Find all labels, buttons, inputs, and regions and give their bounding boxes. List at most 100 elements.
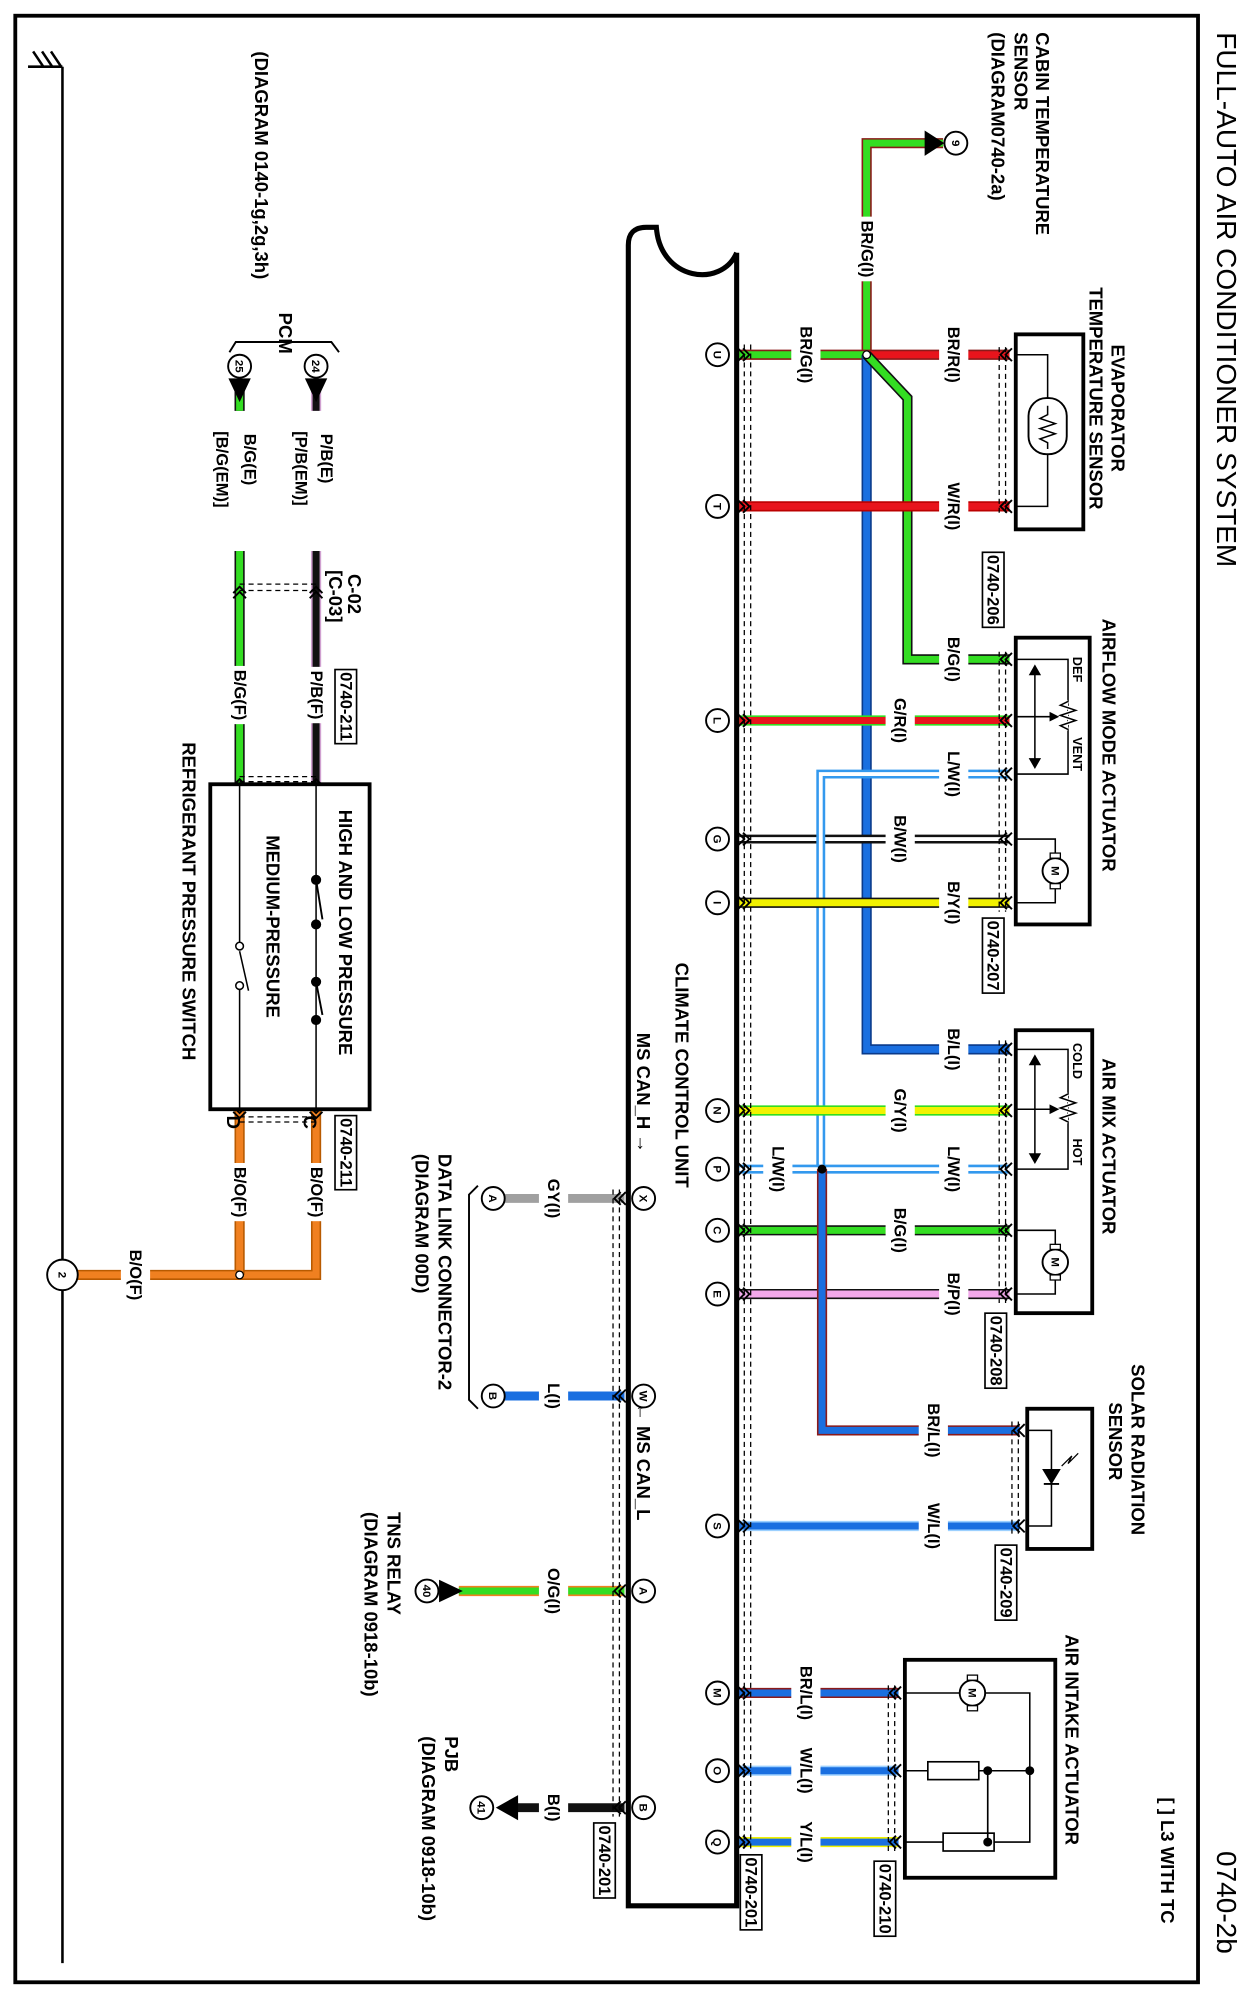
connector-code-0740-211: 0740-211 <box>336 1118 355 1187</box>
solar-sensor-label: SOLAR RADIATION <box>1128 1364 1149 1535</box>
connector-code-0740-207: 0740-207 <box>984 921 1003 991</box>
wire-label-group: B/G(E) <box>241 434 260 485</box>
evaporator-sensor-box <box>1013 332 1086 532</box>
ccu-pin-X-label: X <box>637 1195 649 1203</box>
ground-icon <box>28 50 63 68</box>
ccu-pin-O <box>705 1758 730 1784</box>
tns-relay-label-group: TNS RELAY <box>383 1512 404 1616</box>
tns-relay-ref-group: (DIAGRAM 0918-10b) <box>361 1512 382 1697</box>
ccu-pin-M <box>705 1680 730 1706</box>
connector-terminal-icon <box>737 713 751 728</box>
ccu-pin-N <box>705 1098 730 1123</box>
connector-code-0740-211-group: 0740-211 <box>334 1114 358 1191</box>
connector-terminal-icon <box>999 832 1013 847</box>
cabin-sensor-label: CABIN TEMPERATURE <box>1032 32 1053 235</box>
contact-dot-icon <box>310 1014 322 1026</box>
pcm-ref-group: (DIAGRAM 0140-1g,2g,3h) <box>251 51 272 279</box>
ccu-pin-P <box>705 1156 730 1182</box>
connector-terminal-icon <box>888 1835 902 1850</box>
wire-label-gap <box>791 1662 821 1724</box>
page-title-group: FULL-AUTO AIR CONDITIONER SYSTEM <box>1211 32 1242 567</box>
switch-contact-icon <box>315 879 324 920</box>
connector-code-0740-207-group: 0740-207 <box>981 917 1005 994</box>
resistor-icon <box>942 1832 995 1852</box>
wire-label-gap <box>885 811 915 867</box>
wire-cabin-br-g <box>863 139 944 355</box>
wire-label: W/L(I) <box>924 1503 943 1549</box>
ground-terminal <box>46 1258 79 1292</box>
wire-label-gap <box>301 1162 332 1222</box>
data-link-connector-label-group: DATA LINK CONNECTOR-2 <box>434 1154 455 1390</box>
wire-label-group: G/R(I) <box>885 694 915 747</box>
connector-code-0740-208-group: 0740-208 <box>984 1312 1008 1390</box>
wire-label-group: B/Y(I) <box>939 877 969 929</box>
connector-terminal-icon <box>999 652 1013 667</box>
wire-label-group: B(I) <box>538 1790 569 1826</box>
motor-brush-icon <box>1049 1243 1062 1251</box>
splice-junction <box>862 350 872 360</box>
connector-terminal-icon <box>999 713 1013 728</box>
wire-label-gap <box>939 1268 969 1320</box>
wire-label-group: B/G(I) <box>885 1203 915 1257</box>
ms-can-l-label-group: ← MS CAN_L <box>633 1402 654 1520</box>
ccu-pin-W-label: W <box>637 1391 649 1402</box>
switch-pin-c-group: C <box>299 1116 320 1129</box>
connector-code-0740-201-group: 0740-201 <box>592 1822 617 1899</box>
pcm-label: PCM <box>275 313 296 354</box>
tns-terminal-label: 40 <box>420 1585 432 1598</box>
wire-label: BR/R(I) <box>944 327 963 383</box>
connector-code-0740-209: 0740-209 <box>996 1548 1015 1618</box>
connector-terminal-icon <box>737 895 751 910</box>
pressure-switch-label: REFRIGERANT PRESSURE SWITCH <box>178 742 199 1060</box>
pcm-ref: (DIAGRAM 0140-1g,2g,3h) <box>251 51 272 279</box>
wire-label-gap <box>885 694 915 747</box>
arrow-icon <box>1028 1054 1042 1165</box>
motor-m-label-group: M <box>1048 866 1060 876</box>
tns-terminal <box>414 1578 440 1604</box>
connector-terminal-icon <box>999 1042 1013 1057</box>
ccu-pin-T <box>705 493 730 519</box>
wire-label-group: [P/B(EM)] <box>292 431 311 505</box>
connector-terminal-icon <box>999 499 1013 514</box>
potentiometer-icon <box>1057 1093 1079 1123</box>
page-title: FULL-AUTO AIR CONDITIONER SYSTEM <box>1211 32 1242 567</box>
wire-label-group: BR/L(I) <box>918 1399 948 1462</box>
airflow-actuator-label: AIRFLOW MODE ACTUATOR <box>1098 619 1119 872</box>
wire-label-group: GY(I) <box>538 1174 569 1223</box>
wire-label: B/O(F) <box>126 1250 145 1301</box>
ccu-pin-L-label: L <box>710 717 722 724</box>
connector-terminal-icon <box>737 1763 751 1778</box>
connector-code-0740-210: 0740-210 <box>875 1864 894 1934</box>
wire-label: O/G(I) <box>544 1568 563 1614</box>
wire-label-group: Y/L(I) <box>791 1817 821 1867</box>
inline-connector-label: [C-03] <box>325 570 346 622</box>
wire-label: L/W(I) <box>768 1146 787 1192</box>
wire-label-group: B/O(F) <box>301 1162 332 1222</box>
resistor-zigzag-icon <box>1037 405 1058 450</box>
wire-label-gap <box>939 1142 969 1196</box>
wire-label: BR/L(I) <box>796 1666 815 1720</box>
connector-code-box <box>334 1114 358 1191</box>
wire-label: B/W(I) <box>891 815 910 863</box>
pjb-label: PJB <box>441 1736 462 1772</box>
contact-dot-icon <box>310 874 322 885</box>
ground-terminal-label: 2 <box>55 1272 67 1278</box>
wire-label-gap <box>939 877 969 929</box>
resistor-icon <box>927 1760 980 1781</box>
motor-brush-icon <box>1049 883 1062 890</box>
wire-br-l-solar <box>818 1169 1020 1434</box>
variant-note-group: [ ] L3 WITH TC <box>1157 1797 1178 1923</box>
wire-label: B/G(E) <box>241 434 260 485</box>
ccu-pin-U-label: U <box>710 351 722 359</box>
climate-control-unit-label: CLIMATE CONTROL UNIT <box>671 963 692 1189</box>
ms-can-h-label: MS CAN_H → <box>633 1033 654 1153</box>
high-low-pressure-label: HIGH AND LOW PRESSURE <box>335 810 356 1056</box>
motor-brush-icon <box>966 1674 979 1681</box>
diagram-id: 0740-2b <box>1211 1851 1242 1954</box>
wire-label: P/B(F) <box>307 671 326 720</box>
contact-dot-icon <box>310 919 322 930</box>
wire-label: [B/G(EM)] <box>213 431 232 507</box>
wire-label-group: P/B(F) <box>301 666 332 724</box>
